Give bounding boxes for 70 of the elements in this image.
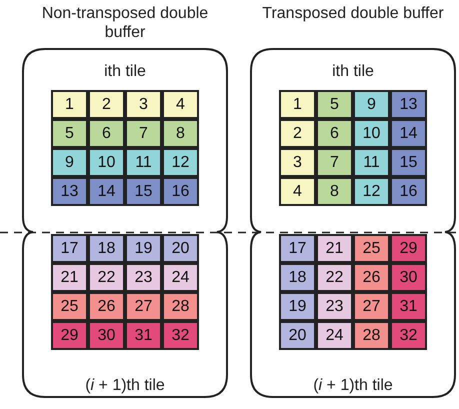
number-cell: 10 bbox=[88, 148, 125, 177]
number-cell: 27 bbox=[353, 292, 390, 321]
number-cell: 26 bbox=[353, 263, 390, 292]
number-cell: 28 bbox=[162, 292, 199, 321]
number-cell: 31 bbox=[390, 292, 427, 321]
number-cell: 27 bbox=[125, 292, 162, 321]
number-cell: 31 bbox=[125, 321, 162, 350]
number-cell: 7 bbox=[316, 148, 353, 177]
number-cell: 19 bbox=[125, 234, 162, 263]
number-cell: 14 bbox=[390, 119, 427, 148]
number-cell: 7 bbox=[125, 119, 162, 148]
number-cell: 20 bbox=[279, 321, 316, 350]
number-cell: 11 bbox=[125, 148, 162, 177]
number-cell: 11 bbox=[353, 148, 390, 177]
number-cell: 1 bbox=[279, 90, 316, 119]
number-cell: 29 bbox=[390, 234, 427, 263]
number-cell: 32 bbox=[390, 321, 427, 350]
number-cell: 23 bbox=[125, 263, 162, 292]
number-cell: 17 bbox=[279, 234, 316, 263]
number-cell: 17 bbox=[51, 234, 88, 263]
number-cell: 18 bbox=[279, 263, 316, 292]
number-cell: 10 bbox=[353, 119, 390, 148]
number-cell: 14 bbox=[88, 177, 125, 206]
number-cell: 8 bbox=[162, 119, 199, 148]
number-cell: 1 bbox=[51, 90, 88, 119]
number-cell: 23 bbox=[316, 292, 353, 321]
number-cell: 5 bbox=[51, 119, 88, 148]
tile-label: ith tile bbox=[331, 62, 375, 82]
number-cell: 16 bbox=[162, 177, 199, 206]
number-cell: 6 bbox=[88, 119, 125, 148]
tile-label: (i + 1)th tile bbox=[312, 376, 394, 396]
number-cell: 13 bbox=[51, 177, 88, 206]
number-cell: 12 bbox=[162, 148, 199, 177]
number-cell: 2 bbox=[279, 119, 316, 148]
number-cell: 18 bbox=[88, 234, 125, 263]
number-cell: 2 bbox=[88, 90, 125, 119]
number-cell: 20 bbox=[162, 234, 199, 263]
number-cell: 9 bbox=[353, 90, 390, 119]
number-cell: 13 bbox=[390, 90, 427, 119]
number-cell: 16 bbox=[390, 177, 427, 206]
number-cell: 4 bbox=[162, 90, 199, 119]
number-cell: 12 bbox=[353, 177, 390, 206]
tile-label: (i + 1)th tile bbox=[84, 376, 166, 396]
number-cell: 24 bbox=[316, 321, 353, 350]
number-cell: 29 bbox=[51, 321, 88, 350]
buffer-heading: Non-transposed double buffer bbox=[40, 4, 210, 42]
number-cell: 6 bbox=[316, 119, 353, 148]
number-cell: 32 bbox=[162, 321, 199, 350]
number-cell: 28 bbox=[353, 321, 390, 350]
number-cell: 15 bbox=[125, 177, 162, 206]
tile-label: ith tile bbox=[103, 62, 147, 82]
number-cell: 19 bbox=[279, 292, 316, 321]
number-cell: 26 bbox=[88, 292, 125, 321]
number-cell: 4 bbox=[279, 177, 316, 206]
number-cell: 3 bbox=[279, 148, 316, 177]
number-cell: 3 bbox=[125, 90, 162, 119]
number-cell: 25 bbox=[51, 292, 88, 321]
number-cell: 8 bbox=[316, 177, 353, 206]
number-cell: 24 bbox=[162, 263, 199, 292]
number-cell: 21 bbox=[316, 234, 353, 263]
number-cell: 21 bbox=[51, 263, 88, 292]
number-cell: 22 bbox=[88, 263, 125, 292]
number-cell: 5 bbox=[316, 90, 353, 119]
number-cell: 9 bbox=[51, 148, 88, 177]
number-cell: 22 bbox=[316, 263, 353, 292]
number-cell: 30 bbox=[390, 263, 427, 292]
number-cell: 25 bbox=[353, 234, 390, 263]
number-cell: 30 bbox=[88, 321, 125, 350]
buffer-heading: Transposed double buffer bbox=[261, 4, 445, 23]
number-cell: 15 bbox=[390, 148, 427, 177]
